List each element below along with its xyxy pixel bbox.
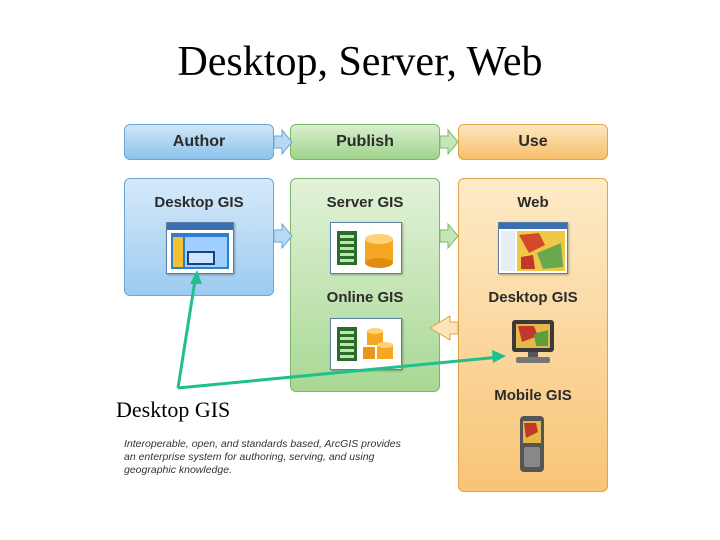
callout-arrowhead-up (190, 270, 202, 284)
header-arrow-author-publish (273, 128, 293, 156)
use-header: Use (458, 124, 608, 160)
mobile-gis-label: Mobile GIS (494, 387, 572, 404)
callout-connector (176, 273, 501, 390)
arrow-desktop-to-server (273, 222, 293, 250)
slide-title: Desktop, Server, Web (177, 39, 543, 85)
arrow-desktop-to-online (429, 315, 459, 341)
web-label: Web (517, 194, 549, 211)
callout-arrowhead-right (492, 350, 506, 363)
online-database-icon (330, 318, 402, 370)
description-text: Interoperable, open, and standards based… (124, 438, 401, 476)
arrow-server-to-web (439, 222, 459, 250)
author-header: Author (124, 124, 274, 160)
server-gis-label: Server GIS (326, 194, 404, 211)
callout-label: Desktop GIS (116, 397, 231, 422)
mobile-phone-icon (514, 414, 550, 474)
author-desktop-gis-label: Desktop GIS (154, 194, 244, 211)
online-gis-label: Online GIS (326, 289, 404, 306)
web-browser-map-icon (498, 222, 568, 274)
server-database-icon (330, 222, 402, 274)
header-arrow-publish-use (439, 128, 459, 156)
desktop-monitor-icon (508, 318, 558, 366)
use-desktop-gis-label: Desktop GIS (488, 289, 578, 306)
desktop-app-window-icon (166, 222, 234, 274)
